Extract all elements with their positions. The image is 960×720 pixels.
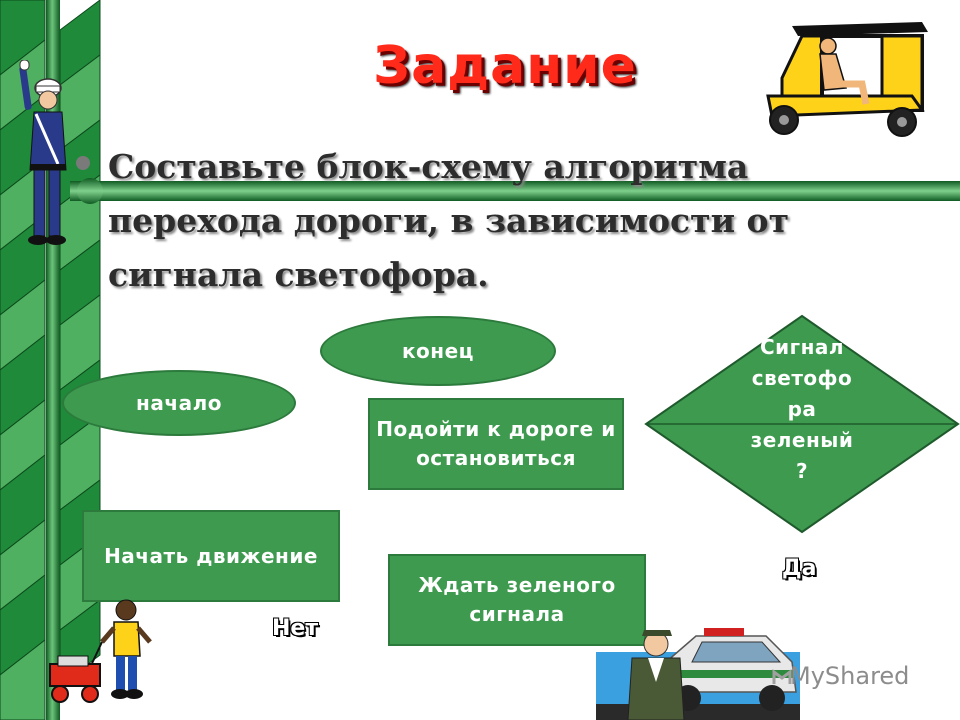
traffic-officer-icon — [19, 60, 67, 245]
left-ribbon-decoration — [0, 0, 101, 720]
decision-line: светофо — [751, 366, 853, 390]
slide-title: Задание — [373, 36, 637, 96]
approach-road-label: Подойти к дороге и остановиться — [376, 417, 616, 470]
watermark-logo-icon — [772, 669, 792, 684]
no-label: Нет — [272, 616, 319, 641]
child-with-wagon-icon — [49, 599, 152, 703]
approach-road-box[interactable]: Подойти к дороге и остановиться — [368, 398, 624, 490]
decision-label: Сигнал светофо ра зеленый ? — [722, 332, 882, 487]
task-text: Составьте блок-схему алгоритма перехода … — [108, 147, 790, 294]
decision-diamond[interactable] — [644, 314, 960, 534]
bullet-marker — [76, 156, 90, 170]
wait-green-box[interactable]: Ждать зеленого сигнала — [388, 554, 646, 646]
decision-line: ? — [795, 459, 809, 483]
decision-line: зеленый — [750, 428, 854, 452]
start-moving-label: Начать движение — [104, 543, 318, 568]
watermark-text: MyShared — [790, 662, 910, 690]
horizontal-bar-decoration — [70, 178, 960, 204]
end-oval[interactable]: конец — [320, 316, 556, 386]
decision-line: ра — [787, 397, 817, 421]
wait-green-label: Ждать зеленого сигнала — [418, 573, 616, 626]
start-oval[interactable]: начало — [62, 370, 296, 436]
end-oval-label: конец — [401, 338, 475, 363]
auto-rickshaw-icon — [766, 22, 928, 137]
police-car-icon — [596, 628, 800, 720]
start-oval-label: начало — [136, 390, 222, 415]
decision-line: Сигнал — [759, 335, 845, 359]
yes-label: Да — [782, 556, 817, 581]
start-moving-box[interactable]: Начать движение — [82, 510, 340, 602]
